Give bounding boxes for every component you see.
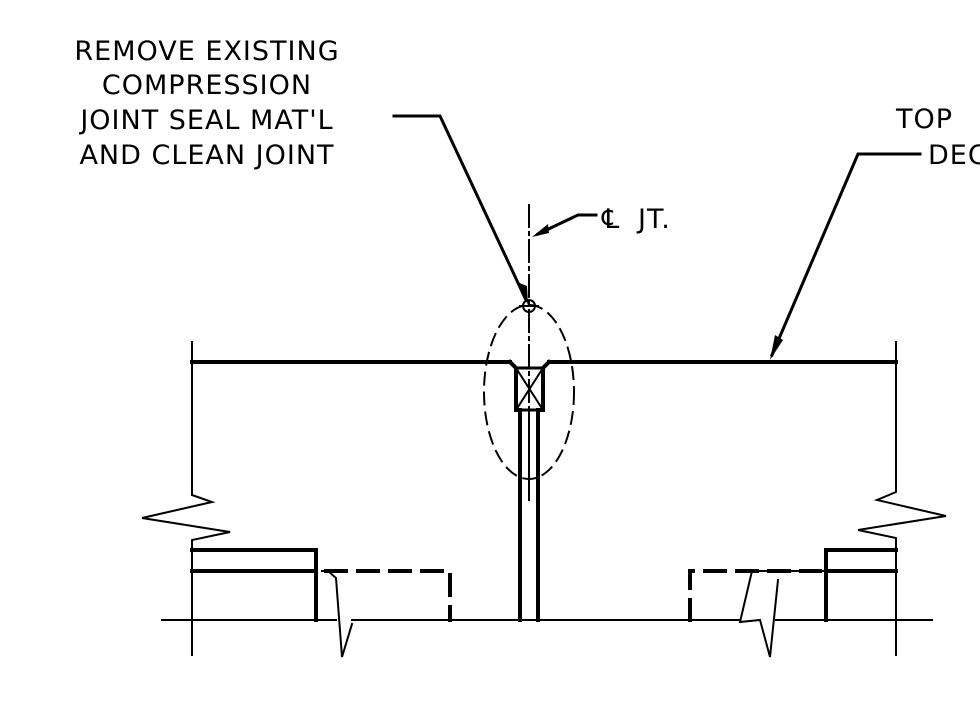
left-beam-seat bbox=[190, 548, 452, 658]
top-of-deck-line-1: TOP bbox=[895, 104, 953, 135]
top-of-deck-note: TOP DEC bbox=[895, 104, 980, 171]
remove-seal-line-2: COMPRESSION bbox=[102, 70, 312, 101]
left-dashed-seat bbox=[324, 569, 452, 622]
top-of-deck-line-2: DEC bbox=[928, 140, 980, 171]
top-of-deck-leader bbox=[770, 152, 922, 360]
right-dashed-seat bbox=[688, 569, 822, 622]
right-beam-seat bbox=[688, 548, 898, 658]
left-small-break bbox=[321, 570, 354, 658]
deck-slab bbox=[141, 341, 947, 656]
joint bbox=[507, 359, 552, 622]
centerline-symbol: ℄ bbox=[601, 204, 620, 235]
centerline-text: JT. bbox=[636, 204, 671, 235]
remove-seal-note: REMOVE EXISTING COMPRESSION JOINT SEAL M… bbox=[74, 36, 339, 171]
compression-seal bbox=[514, 366, 545, 412]
remove-seal-leader bbox=[392, 114, 528, 305]
remove-seal-line-1: REMOVE EXISTING bbox=[74, 36, 339, 67]
remove-seal-line-4: AND CLEAN JOINT bbox=[79, 140, 334, 171]
remove-seal-line-3: JOINT SEAL MAT'L bbox=[78, 105, 333, 136]
remove-seal-arrowhead bbox=[517, 282, 528, 305]
centerline-arrowhead bbox=[532, 224, 549, 237]
centerline-joint: ℄ JT. bbox=[519, 204, 671, 501]
right-small-break bbox=[738, 570, 825, 658]
left-break-line bbox=[141, 341, 231, 656]
top-of-deck-arrowhead bbox=[770, 335, 783, 360]
right-break-line bbox=[857, 341, 947, 656]
